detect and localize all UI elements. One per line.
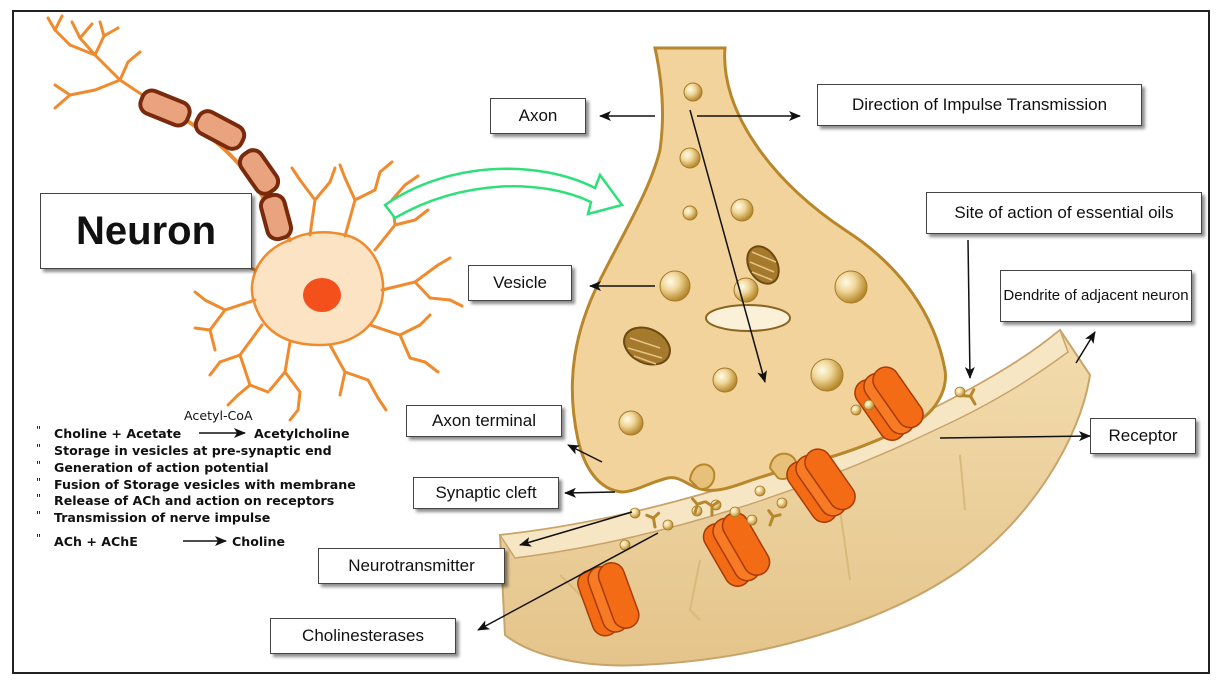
bullet-reaction-2: " xyxy=(36,532,41,545)
dendrite-label: Dendrite of adjacent neuron xyxy=(1000,270,1192,322)
axon-terminal-label: Axon terminal xyxy=(406,405,562,437)
process-step: Release of ACh and action on receptors xyxy=(36,493,356,510)
reaction-2-product: Choline xyxy=(232,534,285,549)
nucleus xyxy=(303,278,341,312)
neuron-label: Neuron xyxy=(40,193,252,269)
cholinesterases-label: Cholinesterases xyxy=(270,618,456,654)
reaction-2-reactant: ACh + AChE xyxy=(54,534,138,549)
site-of-action-label: Site of action of essential oils xyxy=(926,192,1202,234)
reaction-1-product: Acetylcholine xyxy=(254,426,350,441)
bullet-reaction-1: " xyxy=(36,424,41,437)
synaptic-cleft-label: Synaptic cleft xyxy=(413,477,559,509)
axon-label: Axon xyxy=(490,98,586,134)
process-steps-list: Storage in vesicles at pre-synaptic end … xyxy=(36,443,356,527)
process-step: Generation of action potential xyxy=(36,460,356,477)
process-step: Storage in vesicles at pre-synaptic end xyxy=(36,443,356,460)
process-step: Transmission of nerve impulse xyxy=(36,510,356,527)
process-step: Fusion of Storage vesicles with membrane xyxy=(36,477,356,494)
neurotransmitter-label: Neurotransmitter xyxy=(318,548,505,584)
vesicle-label: Vesicle xyxy=(468,265,572,301)
reaction-1-reactant: Choline + Acetate xyxy=(54,426,181,441)
zoom-arrow xyxy=(385,169,622,218)
receptor-label: Receptor xyxy=(1090,418,1196,454)
direction-label: Direction of Impulse Transmission xyxy=(817,84,1142,126)
acetyl-coa-catalyst: Acetyl-CoA xyxy=(184,408,253,423)
